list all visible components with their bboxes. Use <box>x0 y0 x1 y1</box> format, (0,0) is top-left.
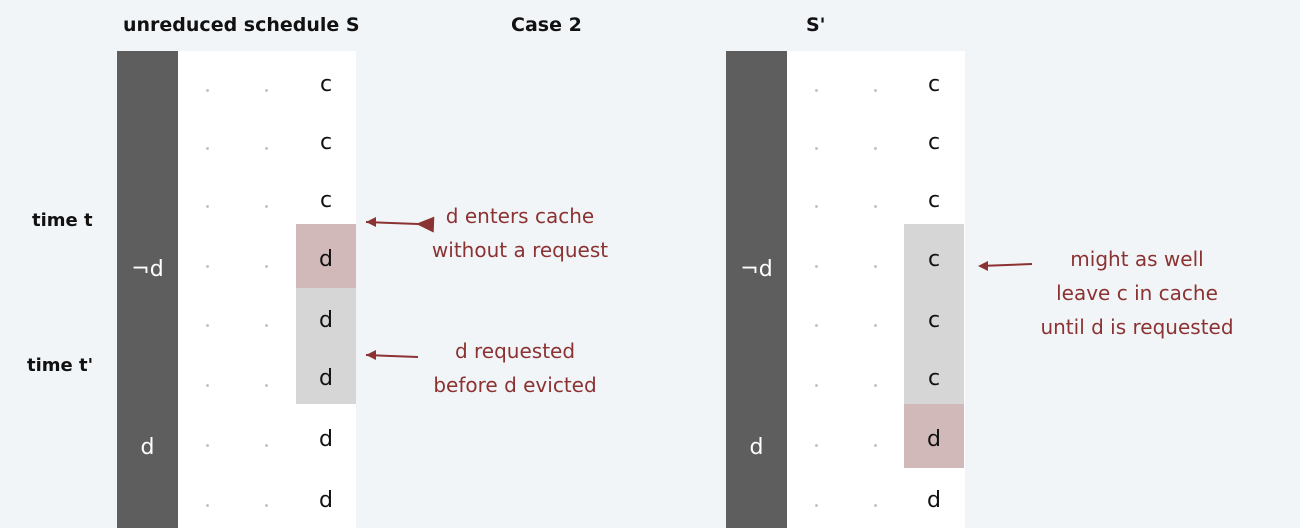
dot <box>265 205 268 208</box>
annotation-d-requested: d requested before d evicted <box>415 334 615 402</box>
dot <box>815 147 818 150</box>
time-t-label: time t <box>32 210 93 231</box>
dot <box>874 205 877 208</box>
left-cache-cell: d <box>319 308 333 333</box>
dot <box>265 265 268 268</box>
arrowhead-icon <box>978 261 988 271</box>
left-cache-cell: d <box>319 247 333 272</box>
left-request-not-d: ¬d <box>131 257 164 282</box>
dot <box>265 147 268 150</box>
dot <box>815 444 818 447</box>
annotation-line: without a request <box>431 238 609 262</box>
right-cache-cell: c <box>927 188 941 213</box>
right-cache-cell: d <box>927 488 941 513</box>
annotation-line: before d evicted <box>433 373 597 397</box>
left-request-d: d <box>140 435 155 460</box>
left-cache-cell: d <box>319 427 333 452</box>
time-t-prime-label: time t' <box>27 355 94 376</box>
right-cache-column: c c c c c c d d <box>787 51 965 528</box>
left-cache-cell: c <box>319 72 333 97</box>
dot <box>874 384 877 387</box>
dot <box>206 147 209 150</box>
dot <box>815 504 818 507</box>
annotation-might-as-well: might as well leave c in cache until d i… <box>1027 242 1247 344</box>
left-cache-cell: c <box>319 188 333 213</box>
right-cache-cell: c <box>927 130 941 155</box>
left-cache-cell: c <box>319 130 333 155</box>
right-highlight-kept-c <box>904 224 964 404</box>
dot <box>206 89 209 92</box>
left-highlight-entered <box>296 224 356 288</box>
dot <box>874 444 877 447</box>
dot <box>874 265 877 268</box>
dot <box>206 324 209 327</box>
dot <box>815 89 818 92</box>
annotation-line: d enters cache <box>445 204 595 228</box>
arrowhead-icon <box>366 350 376 360</box>
right-cache-cell: d <box>927 427 941 452</box>
dot <box>206 265 209 268</box>
dot <box>874 147 877 150</box>
right-highlight-d <box>904 404 964 468</box>
right-request-column: ¬d d <box>726 51 787 528</box>
dot <box>815 384 818 387</box>
right-schedule-heading: S' <box>806 14 826 36</box>
dot <box>815 265 818 268</box>
annotation-line: might as well <box>1070 247 1204 271</box>
right-cache-cell: c <box>927 308 941 333</box>
dot <box>265 504 268 507</box>
left-schedule-heading: unreduced schedule S <box>123 14 360 36</box>
arrowhead-icon <box>366 217 376 227</box>
dot <box>206 205 209 208</box>
dot <box>874 324 877 327</box>
dot <box>265 324 268 327</box>
dot <box>206 504 209 507</box>
dot <box>265 89 268 92</box>
dot <box>206 444 209 447</box>
right-request-not-d: ¬d <box>740 257 773 282</box>
left-highlight-requested <box>296 288 356 404</box>
dot <box>815 324 818 327</box>
annotation-line: until d is requested <box>1040 315 1234 339</box>
left-cache-cell: d <box>319 488 333 513</box>
annotation-d-enters: d enters cache without a request <box>420 199 620 267</box>
annotation-line: d requested <box>454 339 576 363</box>
dot <box>815 205 818 208</box>
left-request-column: ¬d d <box>117 51 178 528</box>
left-cache-cell: d <box>319 366 333 391</box>
dot <box>874 89 877 92</box>
right-cache-cell: c <box>927 72 941 97</box>
case-heading: Case 2 <box>511 14 582 36</box>
annotation-line: leave c in cache <box>1056 281 1218 305</box>
right-request-d: d <box>749 435 764 460</box>
dot <box>265 384 268 387</box>
left-cache-column: c c c d d d d d <box>178 51 356 528</box>
arrow-might-as-well <box>979 263 1033 267</box>
right-cache-cell: c <box>927 247 941 272</box>
dot <box>265 444 268 447</box>
right-cache-cell: c <box>927 366 941 391</box>
dot <box>874 504 877 507</box>
dot <box>206 384 209 387</box>
